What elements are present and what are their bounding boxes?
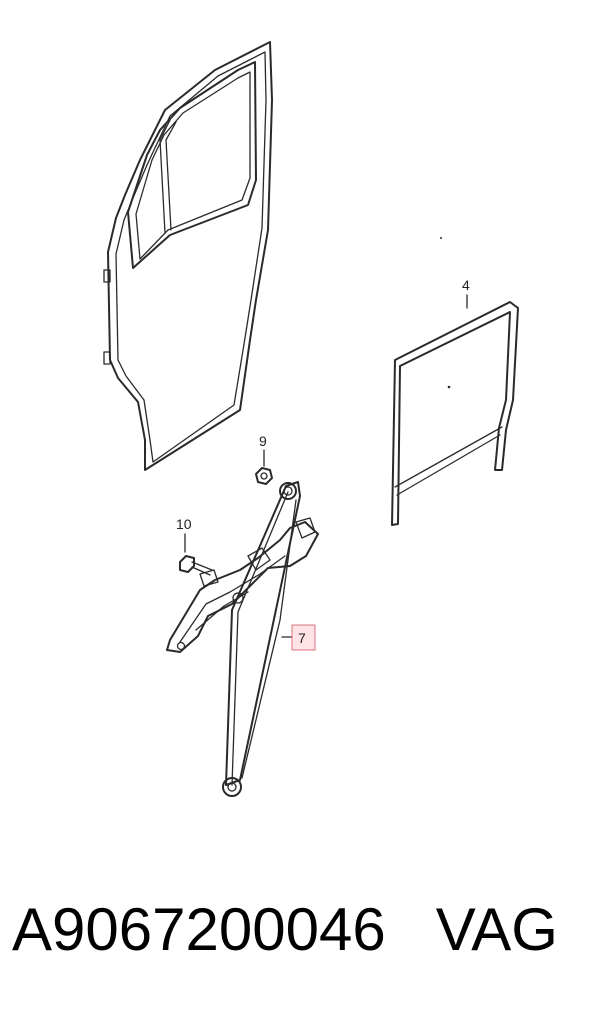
door-window-opening <box>127 61 257 269</box>
nut <box>255 449 273 485</box>
callout-4: 4 <box>462 277 470 293</box>
callout-10: 10 <box>176 516 192 532</box>
brand-name: VAG <box>435 896 558 963</box>
window-regulator <box>166 481 319 797</box>
callout-7: 7 <box>298 630 306 646</box>
glass-run-channel <box>391 301 519 526</box>
bolt <box>179 533 213 576</box>
exploded-parts-diagram: 4 7 9 10 <box>103 41 519 797</box>
part-number: A9067200046 <box>12 896 386 963</box>
center-dot-small <box>440 237 442 239</box>
callout-7-highlight <box>291 624 316 651</box>
center-dot <box>447 385 451 389</box>
callout-9: 9 <box>259 433 267 449</box>
door-shell <box>103 41 273 471</box>
